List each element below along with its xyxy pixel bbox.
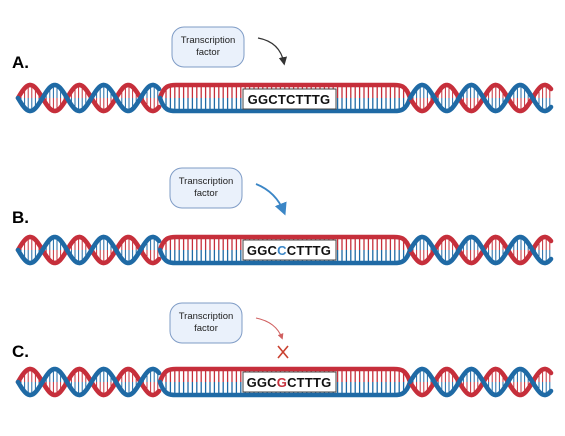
binding-arrow bbox=[255, 317, 284, 340]
dna-sequence: GGCTCTTTG bbox=[248, 92, 331, 107]
dna-strand-red bbox=[157, 82, 413, 101]
sequence-box: GGCTCTTTG bbox=[242, 88, 337, 110]
transcription-factor: Transcription factor bbox=[169, 167, 243, 209]
panel-label: C. bbox=[12, 342, 29, 361]
sequence-box: GGCCCTTTG bbox=[242, 239, 337, 261]
sequence-start: GGC bbox=[247, 375, 278, 390]
sequence-end: CTTTG bbox=[287, 243, 331, 258]
dna-strand-blue bbox=[157, 95, 413, 114]
dna-strand-blue bbox=[15, 366, 162, 398]
panel-b: B. Transcription factor GGCCCTTTG bbox=[12, 167, 554, 266]
blocked-x-mark bbox=[277, 345, 289, 359]
sequence-box-frame bbox=[242, 88, 337, 110]
tf-label-line1: Transcription bbox=[179, 311, 234, 322]
transcription-factor-shape bbox=[169, 167, 243, 209]
transcription-factor-shape bbox=[169, 302, 243, 344]
dna-sequence: GGCCCTTTG bbox=[247, 243, 331, 258]
dna-strand-red bbox=[157, 366, 413, 385]
dna-strand-blue bbox=[157, 247, 413, 266]
tf-label-line2: factor bbox=[194, 323, 218, 334]
transcription-factor: Transcription factor bbox=[171, 26, 245, 68]
sequence-box-frame bbox=[242, 239, 337, 261]
binding-arrow bbox=[255, 183, 287, 216]
panel-c: C. Transcription factor GGCGCTTTG bbox=[12, 302, 554, 398]
dna-strand-blue bbox=[407, 366, 554, 398]
sequence-end: CTTTG bbox=[286, 92, 330, 107]
sequence-variant-base: C bbox=[277, 243, 287, 258]
dna-strand-red bbox=[157, 234, 413, 253]
panel-a: A. Transcription factor GGCTCTTTG bbox=[12, 26, 554, 114]
sequence-box: GGCGCTTTG bbox=[242, 371, 337, 393]
tf-label-line2: factor bbox=[194, 188, 218, 199]
tf-label-line2: factor bbox=[196, 47, 220, 58]
panel-label: B. bbox=[12, 208, 29, 227]
tf-label-line1: Transcription bbox=[179, 176, 234, 187]
transcription-factor-shape bbox=[171, 26, 245, 68]
dna-sequence: GGCGCTTTG bbox=[247, 375, 332, 390]
dna-strand-blue bbox=[407, 82, 554, 114]
panel-label: A. bbox=[12, 53, 29, 72]
sequence-start: GGC bbox=[248, 92, 279, 107]
sequence-box-frame bbox=[242, 371, 337, 393]
dna-strand-blue bbox=[15, 234, 162, 266]
dna-helix bbox=[15, 366, 554, 398]
dna-helix bbox=[15, 234, 554, 266]
sequence-variant-base: T bbox=[278, 92, 286, 107]
tf-label-line1: Transcription bbox=[181, 35, 236, 46]
sequence-variant-base: G bbox=[277, 375, 287, 390]
sequence-start: GGC bbox=[247, 243, 278, 258]
transcription-factor: Transcription factor bbox=[169, 302, 243, 344]
sequence-end: CTTTG bbox=[287, 375, 331, 390]
dna-strand-blue bbox=[15, 82, 162, 114]
dna-strand-blue bbox=[407, 234, 554, 266]
binding-arrow bbox=[257, 37, 288, 66]
dna-helix bbox=[15, 82, 554, 114]
dna-strand-blue bbox=[157, 379, 413, 398]
